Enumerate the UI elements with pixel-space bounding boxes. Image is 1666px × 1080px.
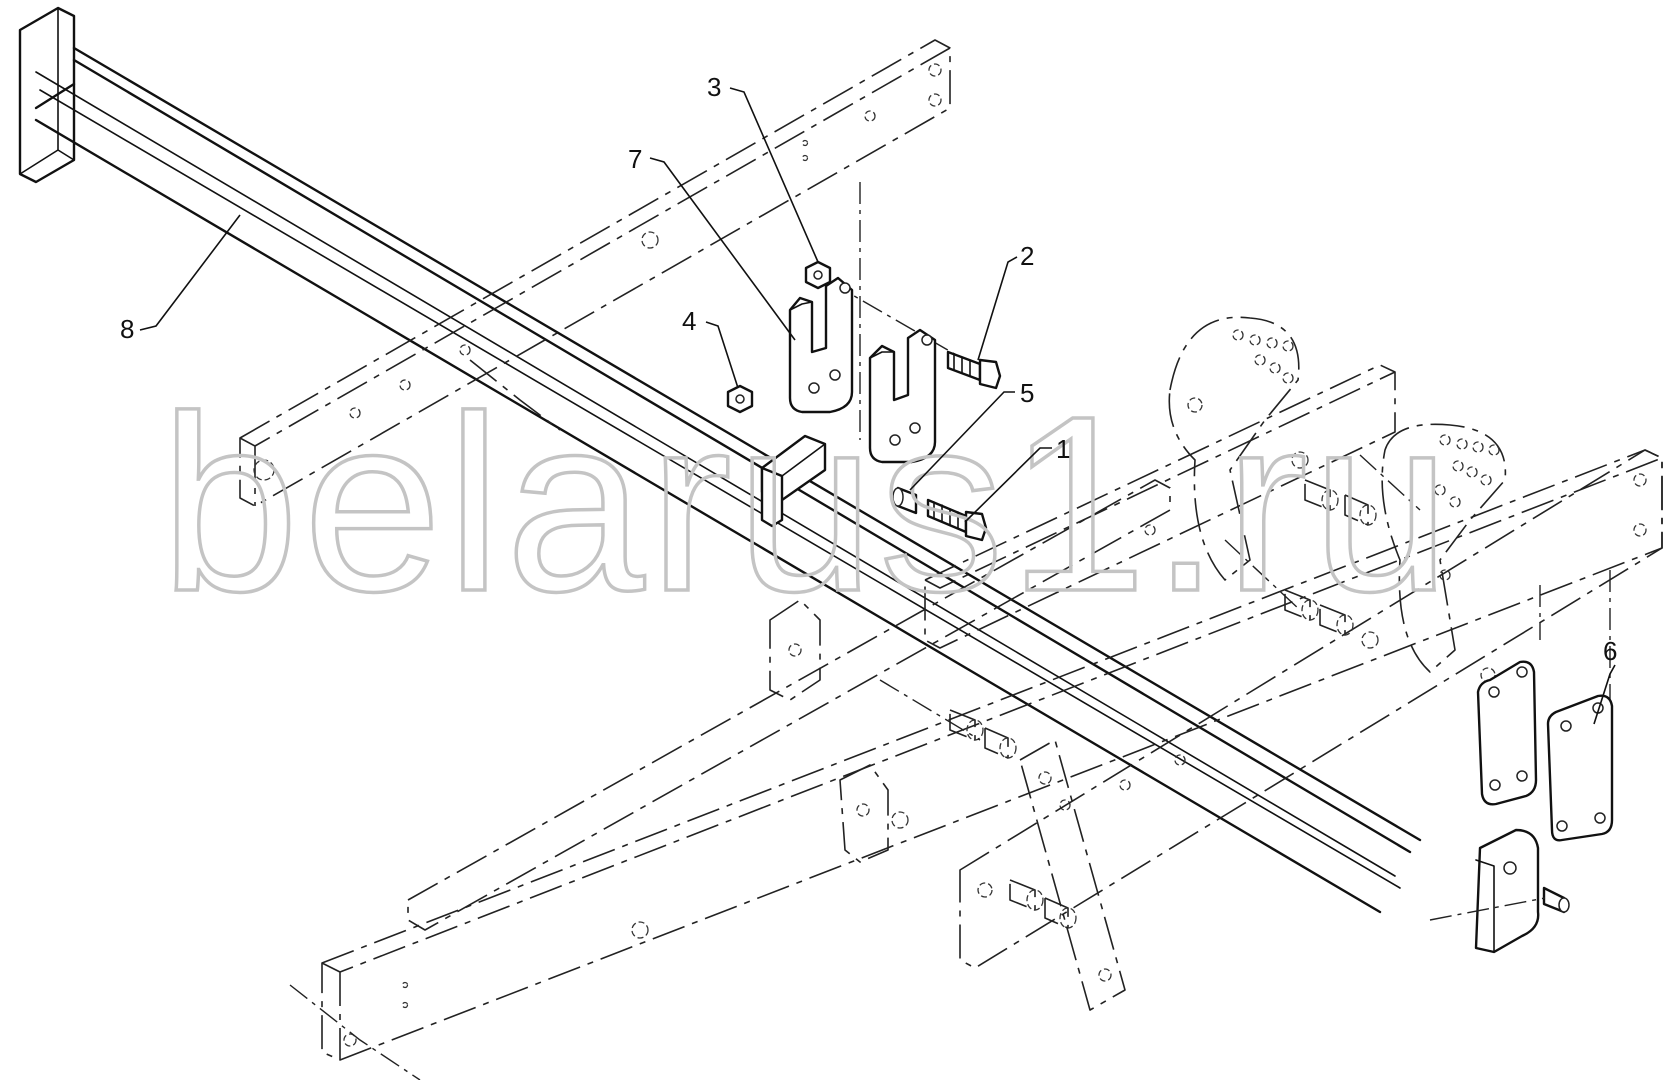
upper-frame-rail xyxy=(239,39,951,507)
callout-label-7: 7 xyxy=(628,144,642,174)
callout-6: 6 xyxy=(1593,636,1617,725)
bracket-plate-front xyxy=(1546,694,1614,842)
callout-label-4: 4 xyxy=(682,306,696,336)
callout-3: 3 xyxy=(707,72,819,263)
nut-lower xyxy=(726,384,754,414)
callout-7: 7 xyxy=(628,144,796,341)
phantom-bushings xyxy=(949,479,1377,1011)
main-beam xyxy=(18,6,1570,954)
beam-right-end-plate xyxy=(1474,828,1540,954)
beam-upper-edge xyxy=(72,46,1422,842)
u-bracket-pair xyxy=(788,276,937,464)
callout-1: 1 xyxy=(964,434,1070,523)
callout-4: 4 xyxy=(682,306,739,389)
watermark-text: belarus1.ru xyxy=(160,364,1455,643)
callout-2: 2 xyxy=(977,241,1034,361)
bolt-upper xyxy=(946,350,1002,390)
spacer-bushing xyxy=(892,486,918,515)
assembly-centerlines xyxy=(829,182,1611,921)
bracket-plate-pair xyxy=(1476,660,1614,842)
callout-label-2: 2 xyxy=(1020,241,1034,271)
nut-upper xyxy=(804,260,832,290)
beam-clamp-block xyxy=(760,434,827,528)
callout-5: 5 xyxy=(909,378,1034,491)
callout-label-3: 3 xyxy=(707,72,721,102)
middle-frame-rail xyxy=(924,364,1396,649)
right-frame-rail xyxy=(959,449,1663,969)
callout-label-6: 6 xyxy=(1603,636,1617,666)
callout-8: 8 xyxy=(120,214,241,344)
bracket-plate-rear xyxy=(1476,660,1538,806)
callout-label-5: 5 xyxy=(1020,378,1034,408)
phantom-brackets xyxy=(769,316,1507,863)
callout-label-8: 8 xyxy=(120,314,134,344)
callout-label-1: 1 xyxy=(1056,434,1070,464)
bolt-lower xyxy=(926,498,988,542)
